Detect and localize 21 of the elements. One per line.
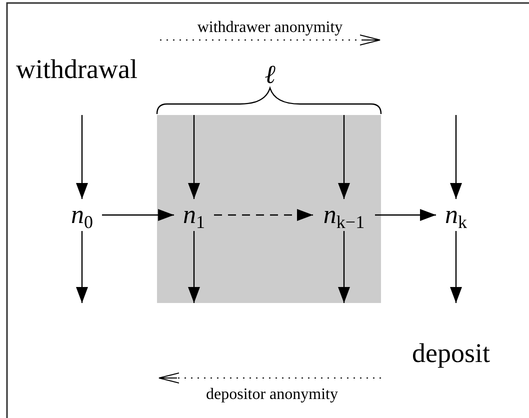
phase-label: withdrawal: [16, 56, 138, 83]
arrow: [214, 209, 313, 221]
direction-label: depositor anonymity: [206, 387, 338, 403]
arrow: [76, 231, 88, 303]
shaded-region: [157, 115, 381, 303]
arrow: [450, 231, 462, 303]
node-label: n$_{1}$: [182, 199, 206, 231]
arrow: [188, 231, 200, 303]
direction-label: withdrawer anonymity: [197, 20, 343, 36]
length-label: ℓ: [264, 62, 276, 88]
arrow: [76, 115, 88, 199]
arrow: [375, 209, 436, 221]
arrow: [102, 209, 174, 221]
node-label: n$_{0}$: [70, 199, 94, 231]
node-label: n$_{k−1}$: [322, 199, 366, 231]
arrow: [338, 231, 350, 303]
arrow: [450, 115, 462, 199]
arrow: [188, 115, 200, 199]
node-label: n$_{k}$: [444, 199, 468, 231]
phase-label: deposit: [412, 340, 490, 367]
arrow: [338, 115, 350, 199]
